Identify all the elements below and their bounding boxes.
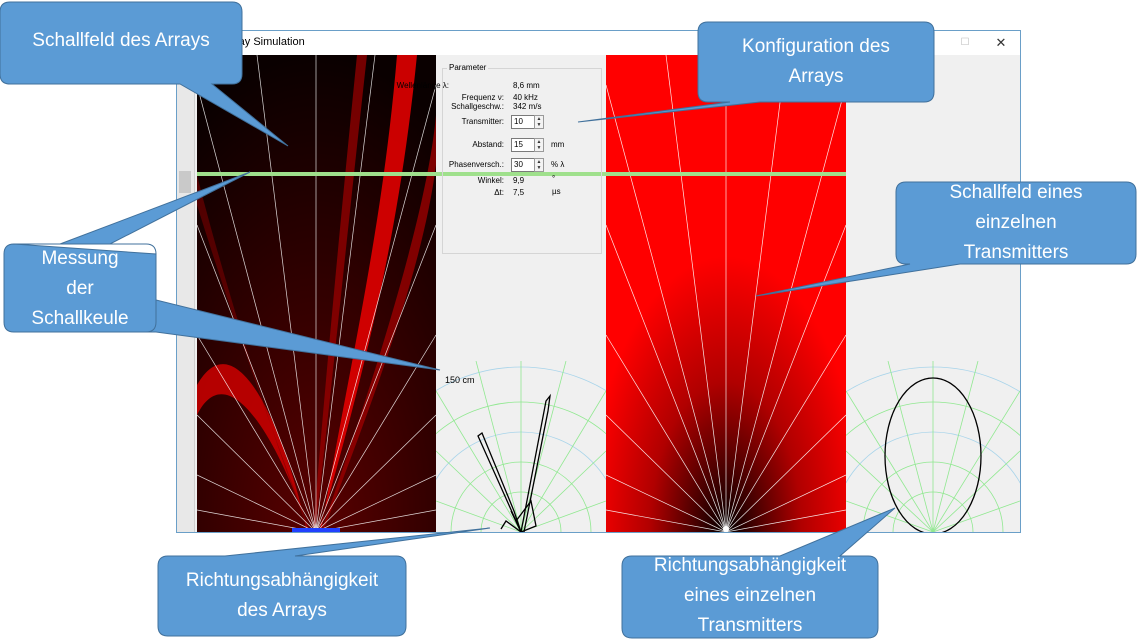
delta-t-label: Δt: <box>494 188 504 197</box>
callout-array-field-shape <box>0 1 289 147</box>
callout-single-line2: einzelnen <box>975 212 1057 233</box>
sound-speed-label: Schallgeschw.: <box>451 102 504 111</box>
maximize-icon[interactable]: ☐ <box>960 37 970 48</box>
frequency-label: Frequenz ν: <box>461 93 504 102</box>
delta-t-value: 7,5 <box>513 188 525 197</box>
parameter-legend: Parameter <box>447 63 489 72</box>
wavelength-value: 8,6 mm <box>513 81 540 90</box>
callout-array-field-text: Schallfeld des Arrays <box>32 30 210 51</box>
distance-stepper[interactable]: ▲▼ <box>534 138 544 152</box>
callout-single-shape <box>755 181 1137 297</box>
callout-measure-line2: der <box>66 278 94 299</box>
scrollbar-thumb[interactable] <box>179 171 191 193</box>
sound-speed-value: 342 m/s <box>513 102 542 111</box>
callout-config-shape <box>577 21 935 123</box>
array-ray-lines <box>197 55 436 532</box>
measurement-line-extension <box>436 172 606 176</box>
distance-label: Abstand: <box>472 140 504 149</box>
frequency-value: 40 kHz <box>513 93 538 102</box>
transmitter-label: Transmitter: <box>461 117 504 126</box>
callout-config: Konfiguration des Arrays <box>698 32 934 92</box>
delta-t-unit: µs <box>552 187 561 196</box>
callout-array-dir-shape <box>157 527 491 637</box>
angle-label: Winkel: <box>477 176 504 185</box>
measurement-range-label: 150 cm <box>445 375 475 385</box>
phase-label: Phasenversch.: <box>448 160 504 169</box>
single-transmitter-field-plot <box>606 55 846 532</box>
callout-measure-line3: Schallkeule <box>31 308 129 329</box>
array-sound-field <box>197 55 436 532</box>
callout-single-dir-line3: Transmitters <box>697 615 803 636</box>
callout-single-dir-shape <box>621 507 896 639</box>
callout-single-line3: Transmitters <box>963 242 1069 263</box>
transmitter-stepper[interactable]: ▲▼ <box>534 115 544 129</box>
single-transmitter-field <box>606 55 846 532</box>
simulation-window: ray Simulation ☐ ✕ <box>176 30 1099 535</box>
callout-config-line1: Konfiguration des <box>742 36 890 57</box>
angle-value: 9,9 <box>513 176 525 185</box>
vertical-scrollbar[interactable] <box>177 55 195 532</box>
callout-array-field: Schallfeld des Arrays <box>0 26 242 56</box>
callout-measure: Messung der Schallkeule <box>4 244 156 334</box>
callout-array-dir: Richtungsabhängigkeit des Arrays <box>158 566 406 626</box>
single-transmitter-marker <box>723 526 729 532</box>
callout-single-line1: Schallfeld eines <box>949 182 1083 203</box>
window-title: ray Simulation <box>235 36 305 48</box>
array-sound-field-plot <box>197 55 436 532</box>
callout-measure-shape <box>3 243 441 371</box>
callout-array-dir-line1: Richtungsabhängigkeit <box>185 570 379 591</box>
array-lobe-curve <box>477 393 551 533</box>
phase-unit: % λ <box>551 160 565 169</box>
wavelength-label: Wellenlänge λ: <box>396 81 449 90</box>
parameter-group <box>442 68 602 254</box>
callout-array-dir-line2: des Arrays <box>237 600 327 621</box>
callout-single: Schallfeld eines einzelnen Transmitters <box>896 178 1136 268</box>
transmitter-array-marker <box>292 528 340 532</box>
callout-single-dir-line2: eines einzelnen <box>683 585 817 606</box>
distance-input[interactable]: 15 <box>511 138 541 152</box>
callout-measure-line1: Messung <box>41 248 119 269</box>
callout-measure-pointer-top <box>59 171 251 245</box>
angle-unit: ° <box>552 174 556 183</box>
callout-config-line2: Arrays <box>788 66 844 87</box>
distance-unit: mm <box>551 140 565 149</box>
phase-stepper[interactable]: ▲▼ <box>534 158 544 172</box>
callout-single-dir: Richtungsabhängigkeit eines einzelnen Tr… <box>622 551 878 641</box>
single-ray-lines <box>606 55 846 532</box>
callout-single-dir-line1: Richtungsabhängigkeit <box>653 555 847 576</box>
close-icon[interactable]: ✕ <box>995 35 1007 50</box>
